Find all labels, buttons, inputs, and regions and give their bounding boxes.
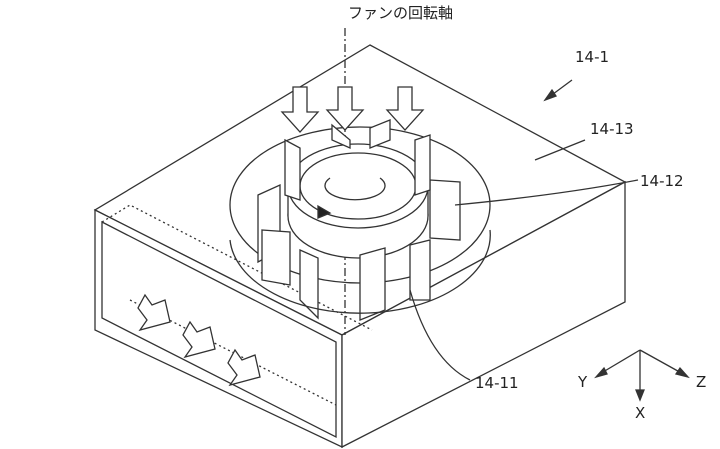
axis-label-x: X — [635, 404, 646, 422]
airflow-out-arrows — [137, 293, 261, 387]
axis-label-y: Y — [578, 373, 588, 391]
label-blade: 14-12 — [640, 172, 684, 190]
label-top-plate: 14-13 — [590, 120, 634, 138]
axis-label-z: Z — [696, 373, 707, 391]
leader-lines — [409, 79, 639, 381]
rotation-axis-title: ファンの回転軸 — [348, 4, 454, 22]
airflow-in-arrows — [280, 86, 425, 133]
label-device: 14-1 — [575, 48, 610, 66]
fan — [229, 119, 491, 321]
label-fan-body: 14-11 — [475, 374, 519, 392]
coordinate-axes — [594, 349, 690, 402]
